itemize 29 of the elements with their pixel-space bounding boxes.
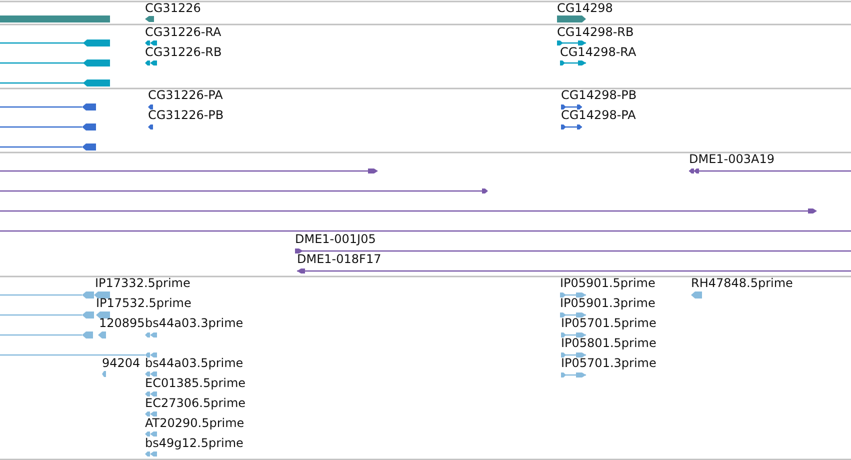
feature-name: CG31226-PA xyxy=(148,88,223,102)
feature-name: CG31226 xyxy=(145,1,201,15)
feature-name: CG14298-PB xyxy=(561,88,637,102)
feature-name: CG31226-RA xyxy=(145,25,222,39)
feature-name: 120895 xyxy=(99,316,145,330)
feature-name: RH47848.5prime xyxy=(691,276,793,290)
feature-name: IP17332.5prime xyxy=(95,276,190,290)
feature-name: IP05701.3prime xyxy=(561,356,656,370)
feature-name: IP05901.5prime xyxy=(560,276,656,290)
feature-name: CG14298-RB xyxy=(557,25,634,39)
feature-name: CG14298-RA xyxy=(560,45,636,59)
feature-name: IP17532.5prime xyxy=(96,296,192,310)
feature-name: CG31226-RB xyxy=(145,45,222,59)
feature-name: EC01385.5prime xyxy=(145,376,246,390)
feature-name: IP05901.3prime xyxy=(560,296,656,310)
feature-name: bs44a03.3prime xyxy=(145,316,244,330)
feature-name: EC27306.5prime xyxy=(145,396,246,410)
feature-name: bs44a03.5prime xyxy=(145,356,244,370)
feature-name: CG31226-PB xyxy=(148,108,224,122)
feature-name: DME1-018F17 xyxy=(297,252,382,266)
feature-name: IP05801.5prime xyxy=(561,336,656,350)
feature-name: DME1-003A19 xyxy=(689,152,775,166)
feature-name: bs49g12.5prime xyxy=(145,436,244,450)
feature-name: IP05701.5prime xyxy=(561,316,656,330)
feature-name: 94204 xyxy=(102,356,140,370)
feature-name: AT20290.5prime xyxy=(145,416,244,430)
feature-name: DME1-001J05 xyxy=(295,232,376,246)
feature-name: CG14298-PA xyxy=(561,108,636,122)
feature-name: CG14298 xyxy=(557,1,613,15)
